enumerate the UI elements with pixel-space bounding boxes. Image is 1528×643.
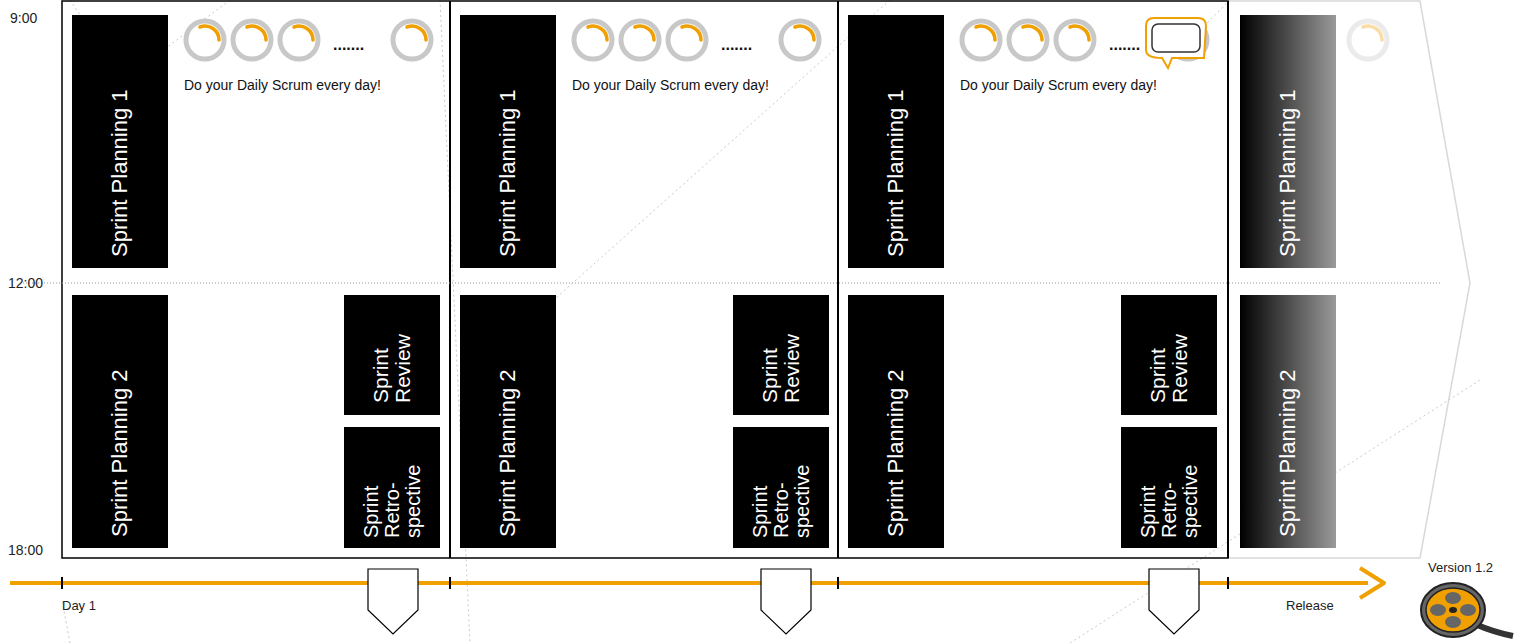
ceremony-name: Sprint Planning 2 (884, 307, 907, 537)
ceremony-name: Sprint Retro- spective (750, 438, 813, 538)
guide-lines (62, 0, 1480, 643)
ceremony-name: Sprint Planning 1 (496, 27, 519, 257)
ceremony-name: Sprint Retro- spective (1138, 438, 1201, 538)
sprint-grid (62, 1, 1228, 558)
timeline-label: Version 1.2 (1428, 560, 1493, 575)
ceremony-box: Sprint Retro- spective (344, 427, 440, 548)
note-text: Do your Daily Scrum every day! (960, 77, 1157, 93)
ceremony-box: Sprint Retro- spective (1121, 427, 1217, 548)
ceremony-box: Sprint Planning 1 (72, 15, 168, 268)
sprint-divider (1227, 1, 1229, 558)
sprint-divider (837, 1, 839, 558)
ceremony-name: Sprint Review (1147, 307, 1191, 403)
ceremony-box: Sprint Planning 2 (72, 295, 168, 548)
tag-icon (1146, 18, 1206, 68)
sprint-end-marker (368, 569, 1199, 634)
ceremony-box: Sprint Retro- spective (733, 427, 829, 548)
ellipsis-dots: ....... (333, 36, 364, 54)
ceremony-box: Sprint Planning 1 (848, 15, 944, 268)
ceremony-box: Sprint Planning 2 (460, 295, 556, 548)
sprint-divider (449, 1, 451, 558)
timeline-label: Day 1 (62, 598, 96, 613)
day-ticks (62, 577, 1228, 589)
note-text: Do your Daily Scrum every day! (184, 77, 381, 93)
ceremony-box: Sprint Planning 2 (1240, 295, 1336, 548)
ceremony-box: Sprint Review (1121, 295, 1217, 415)
ceremony-box: Sprint Review (344, 295, 440, 415)
ceremony-name: Sprint Retro- spective (361, 438, 424, 538)
ceremony-name: Sprint Review (759, 307, 803, 403)
ceremony-box: Sprint Planning 2 (848, 295, 944, 548)
next-sprint-outline (1228, 1, 1470, 558)
ceremony-name: Sprint Review (370, 307, 414, 403)
ellipsis-dots: ....... (1109, 36, 1140, 54)
ceremony-box: Sprint Planning 1 (460, 15, 556, 268)
ceremony-box: Sprint Planning 1 (1240, 15, 1336, 268)
noon-line (62, 283, 1440, 284)
time-label: 9:00 (10, 10, 37, 26)
ceremony-name: Sprint Planning 1 (1276, 27, 1299, 257)
film-reel-icon (1421, 583, 1513, 637)
timeline-arrowhead (1360, 568, 1384, 598)
timeline-label: Release (1286, 598, 1334, 613)
time-label: 18:00 (8, 542, 43, 558)
note-text: Do your Daily Scrum every day! (572, 77, 769, 93)
time-label: 12:00 (8, 275, 43, 291)
ceremony-name: Sprint Planning 2 (496, 307, 519, 537)
ceremony-name: Sprint Planning 1 (884, 27, 907, 257)
ellipsis-dots: ....... (721, 36, 752, 54)
ceremony-name: Sprint Planning 2 (1276, 307, 1299, 537)
ceremony-name: Sprint Planning 1 (108, 27, 131, 257)
ceremony-box: Sprint Review (733, 295, 829, 415)
ceremony-name: Sprint Planning 2 (108, 307, 131, 537)
